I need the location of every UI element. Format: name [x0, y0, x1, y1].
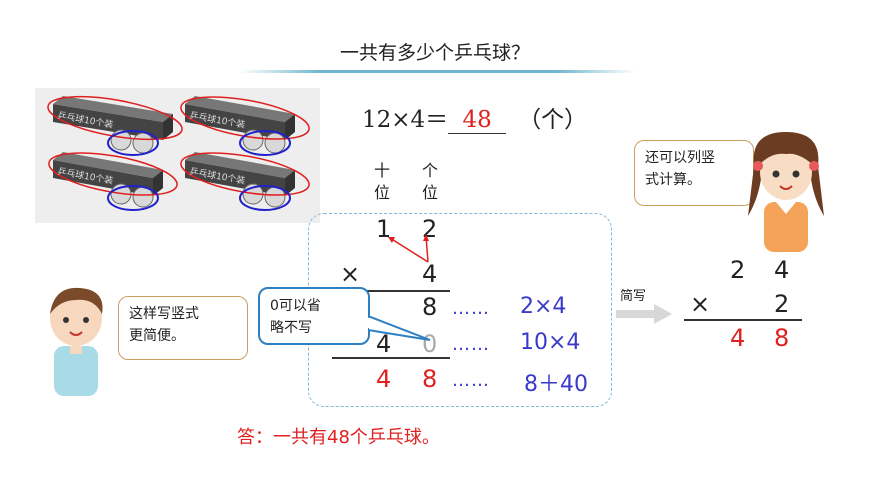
ones-place-label: 个位 [421, 161, 438, 202]
equation-answer: 48 [448, 107, 507, 134]
equation-left: 12×4＝ [362, 107, 449, 133]
callout-pointer [368, 314, 431, 341]
pingpong-box-2 [180, 96, 310, 156]
page-title: 一共有多少个乒乓球？ [339, 42, 530, 64]
short-multiplier: 2 [774, 290, 790, 318]
equation: 12×4＝48 （个） [362, 100, 587, 134]
result-ones-digit: 8 [422, 365, 438, 393]
tens-place-label: 十位 [373, 161, 390, 202]
girl-figure [748, 132, 824, 252]
annotation-dots-2: …… [452, 334, 490, 355]
title-underline [240, 70, 636, 73]
short-calc-rule [684, 319, 802, 321]
equation-unit: （个） [518, 107, 588, 133]
annotation-dots-3: …… [452, 370, 490, 391]
short-result-ones: 8 [774, 324, 790, 352]
result-tens-digit: 4 [376, 365, 392, 393]
short-result-tens: 4 [730, 324, 746, 352]
pingpong-box-4 [180, 152, 310, 211]
final-answer: 答：一共有48个乒乓球。 [237, 427, 440, 448]
boy-speech-bubble: 这样写竖式更简便。 [118, 296, 248, 360]
annotation-expr-3: 8＋40 [524, 372, 588, 397]
multiplier-digit: 4 [422, 260, 438, 288]
partial2-ones-digit: 0 [422, 330, 438, 358]
short-top-tens: 2 [730, 256, 746, 284]
short-top-ones: 4 [774, 256, 790, 284]
multiply-arrows [388, 234, 429, 263]
short-times-sign: × [690, 290, 711, 318]
annotation-dots-1: …… [452, 298, 490, 319]
annotation-expr-2: 10×4 [520, 330, 581, 355]
times-sign: × [340, 260, 361, 288]
pingpong-box-1 [47, 95, 183, 156]
calc-rule-1 [332, 290, 450, 292]
pingpong-boxes-image: 乒乓球10个装 乒乓球10个装 乒乓球10个装 乒乓球10个装 [35, 88, 320, 223]
partial1-digit: 8 [422, 293, 438, 321]
annotation-expr-1: 2×4 [520, 294, 567, 319]
boy-figure [50, 287, 103, 396]
calc-rule-2 [332, 357, 450, 359]
shorthand-label: 简写 [620, 289, 647, 304]
pingpong-box-3 [48, 152, 178, 211]
zero-omit-callout: 0可以省略不写 [258, 287, 370, 345]
shorthand-arrow [616, 304, 672, 324]
partial2-tens-digit: 4 [376, 330, 392, 358]
top-tens-digit: 1 [376, 215, 392, 243]
girl-speech-bubble: 还可以列竖式计算。 [634, 140, 754, 206]
